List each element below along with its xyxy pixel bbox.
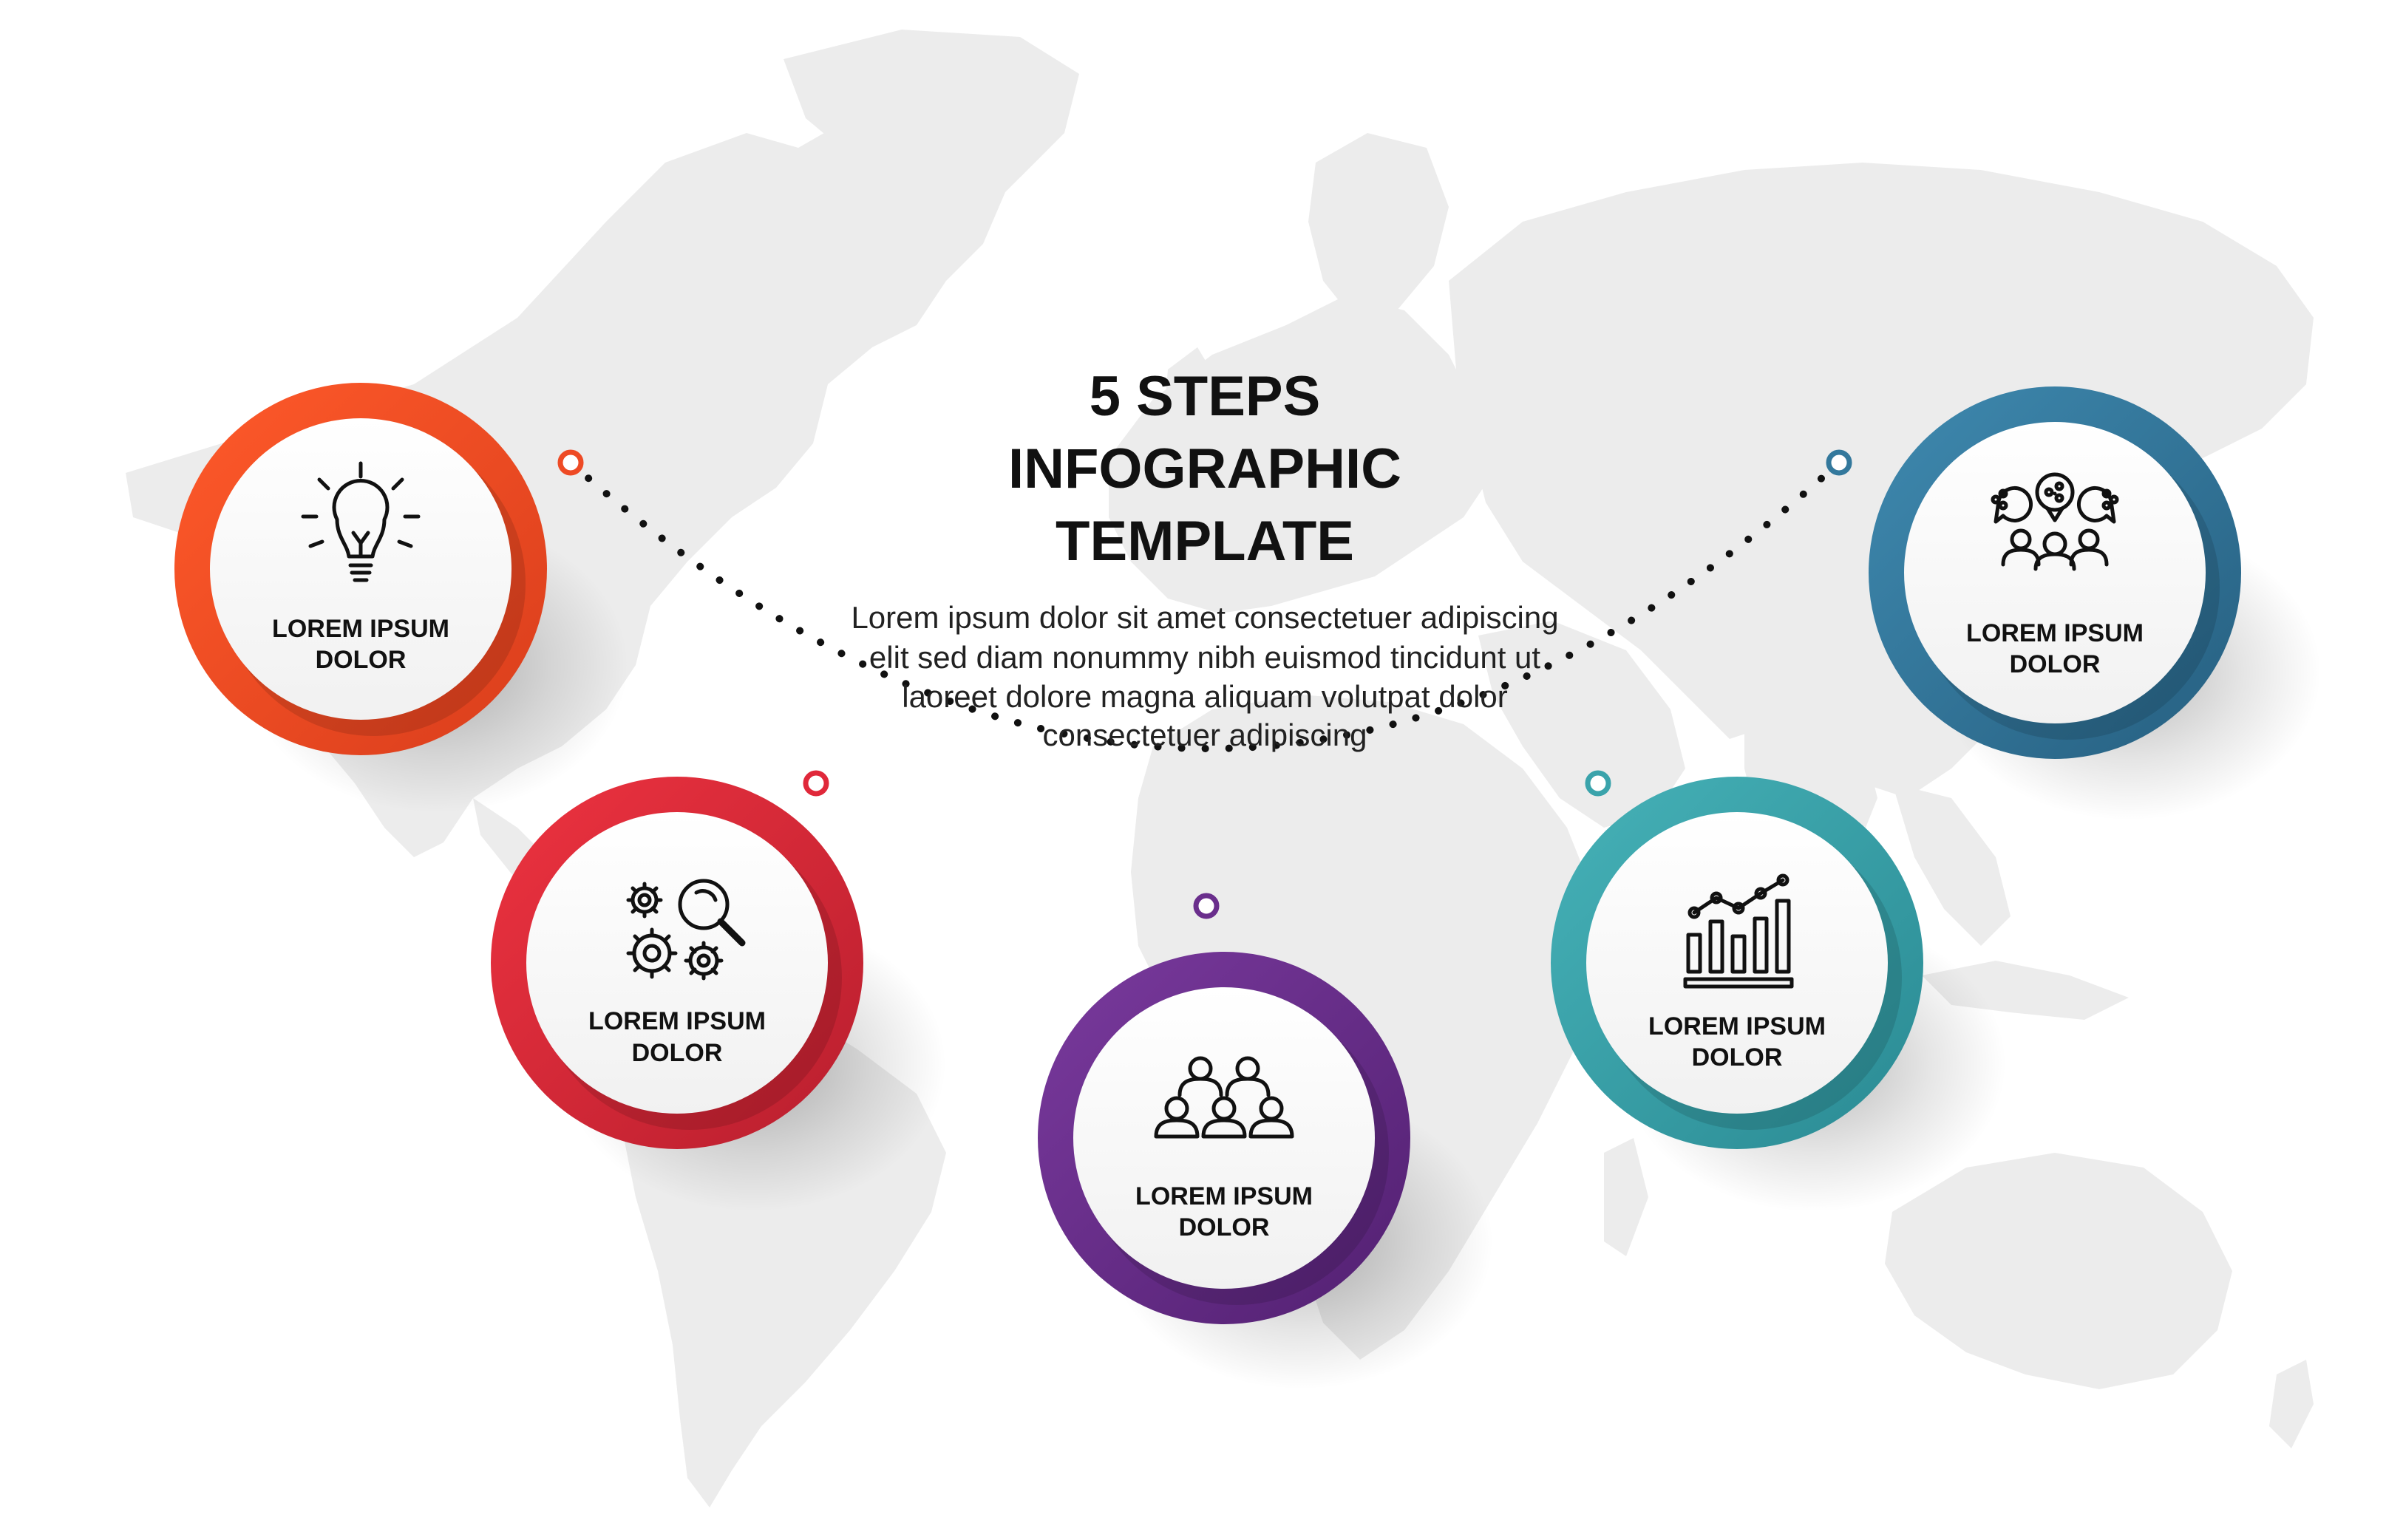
description-line-4: consectetuer adipiscing xyxy=(1043,718,1367,752)
step-1-disc xyxy=(210,418,511,720)
step-2-disc xyxy=(526,812,828,1114)
step-1-marker xyxy=(557,449,584,476)
title-line-2: INFOGRAPHIC xyxy=(1008,437,1401,500)
team-icon xyxy=(1154,1056,1294,1139)
map-scandinavia xyxy=(1308,133,1449,318)
step-4-disc xyxy=(1586,812,1888,1114)
step-5-marker xyxy=(1826,449,1852,476)
step-1-label-line-1: LOREM IPSUM xyxy=(272,615,449,643)
step-3-label-line-2: DOLOR xyxy=(1179,1213,1270,1241)
step-4-label-line-1: LOREM IPSUM xyxy=(1648,1012,1826,1040)
step-2-marker xyxy=(803,770,829,797)
map-middle-east xyxy=(1478,621,1685,828)
description-line-2: elit sed diam nonummy nibh euismod tinci… xyxy=(869,640,1540,675)
map-new-zealand xyxy=(2269,1360,2314,1448)
network-people-icon xyxy=(1991,472,2119,571)
step-4: LOREM IPSUM DOLOR xyxy=(1551,777,2006,1212)
description-block: Lorem ipsum dolor sit amet consectetuer … xyxy=(851,600,1558,752)
title-line-3: TEMPLATE xyxy=(1056,510,1354,573)
step-5-disc xyxy=(1904,422,2206,723)
step-markers xyxy=(557,449,1852,919)
map-uk xyxy=(1164,347,1220,443)
map-asia xyxy=(1449,163,2314,798)
step-2: LOREM IPSUM DOLOR xyxy=(491,777,946,1212)
gears-search-icon xyxy=(626,879,746,981)
map-southeast-asia xyxy=(1892,783,2011,946)
step-4-label-line-2: DOLOR xyxy=(1692,1043,1783,1071)
step-5-label-line-2: DOLOR xyxy=(2010,650,2101,678)
dotted-connector-arc xyxy=(567,459,1843,752)
step-3-marker xyxy=(1193,893,1220,919)
title-line-1: 5 STEPS xyxy=(1090,365,1321,428)
step-2-label-line-2: DOLOR xyxy=(632,1039,723,1067)
step-1-label-line-2: DOLOR xyxy=(316,646,407,674)
step-3: LOREM IPSUM DOLOR xyxy=(1038,952,1493,1389)
description-line-3: laoreet dolore magna aliquam volutpat do… xyxy=(902,679,1508,714)
map-madagascar xyxy=(1604,1138,1648,1256)
description-line-1: Lorem ipsum dolor sit amet consectetuer … xyxy=(851,600,1558,635)
step-3-label-line-1: LOREM IPSUM xyxy=(1135,1182,1313,1210)
title-block: 5 STEPS INFOGRAPHIC TEMPLATE xyxy=(1008,365,1401,573)
step-5-label-line-1: LOREM IPSUM xyxy=(1966,619,2144,647)
step-4-marker xyxy=(1585,770,1611,797)
map-greenland xyxy=(784,30,1079,192)
lightbulb-icon xyxy=(301,461,421,582)
map-australia xyxy=(1885,1153,2232,1389)
step-1: LOREM IPSUM DOLOR xyxy=(174,383,628,813)
bar-chart-icon xyxy=(1683,873,1794,989)
step-5: LOREM IPSUM DOLOR xyxy=(1869,386,2321,820)
step-2-label-line-1: LOREM IPSUM xyxy=(588,1007,766,1035)
